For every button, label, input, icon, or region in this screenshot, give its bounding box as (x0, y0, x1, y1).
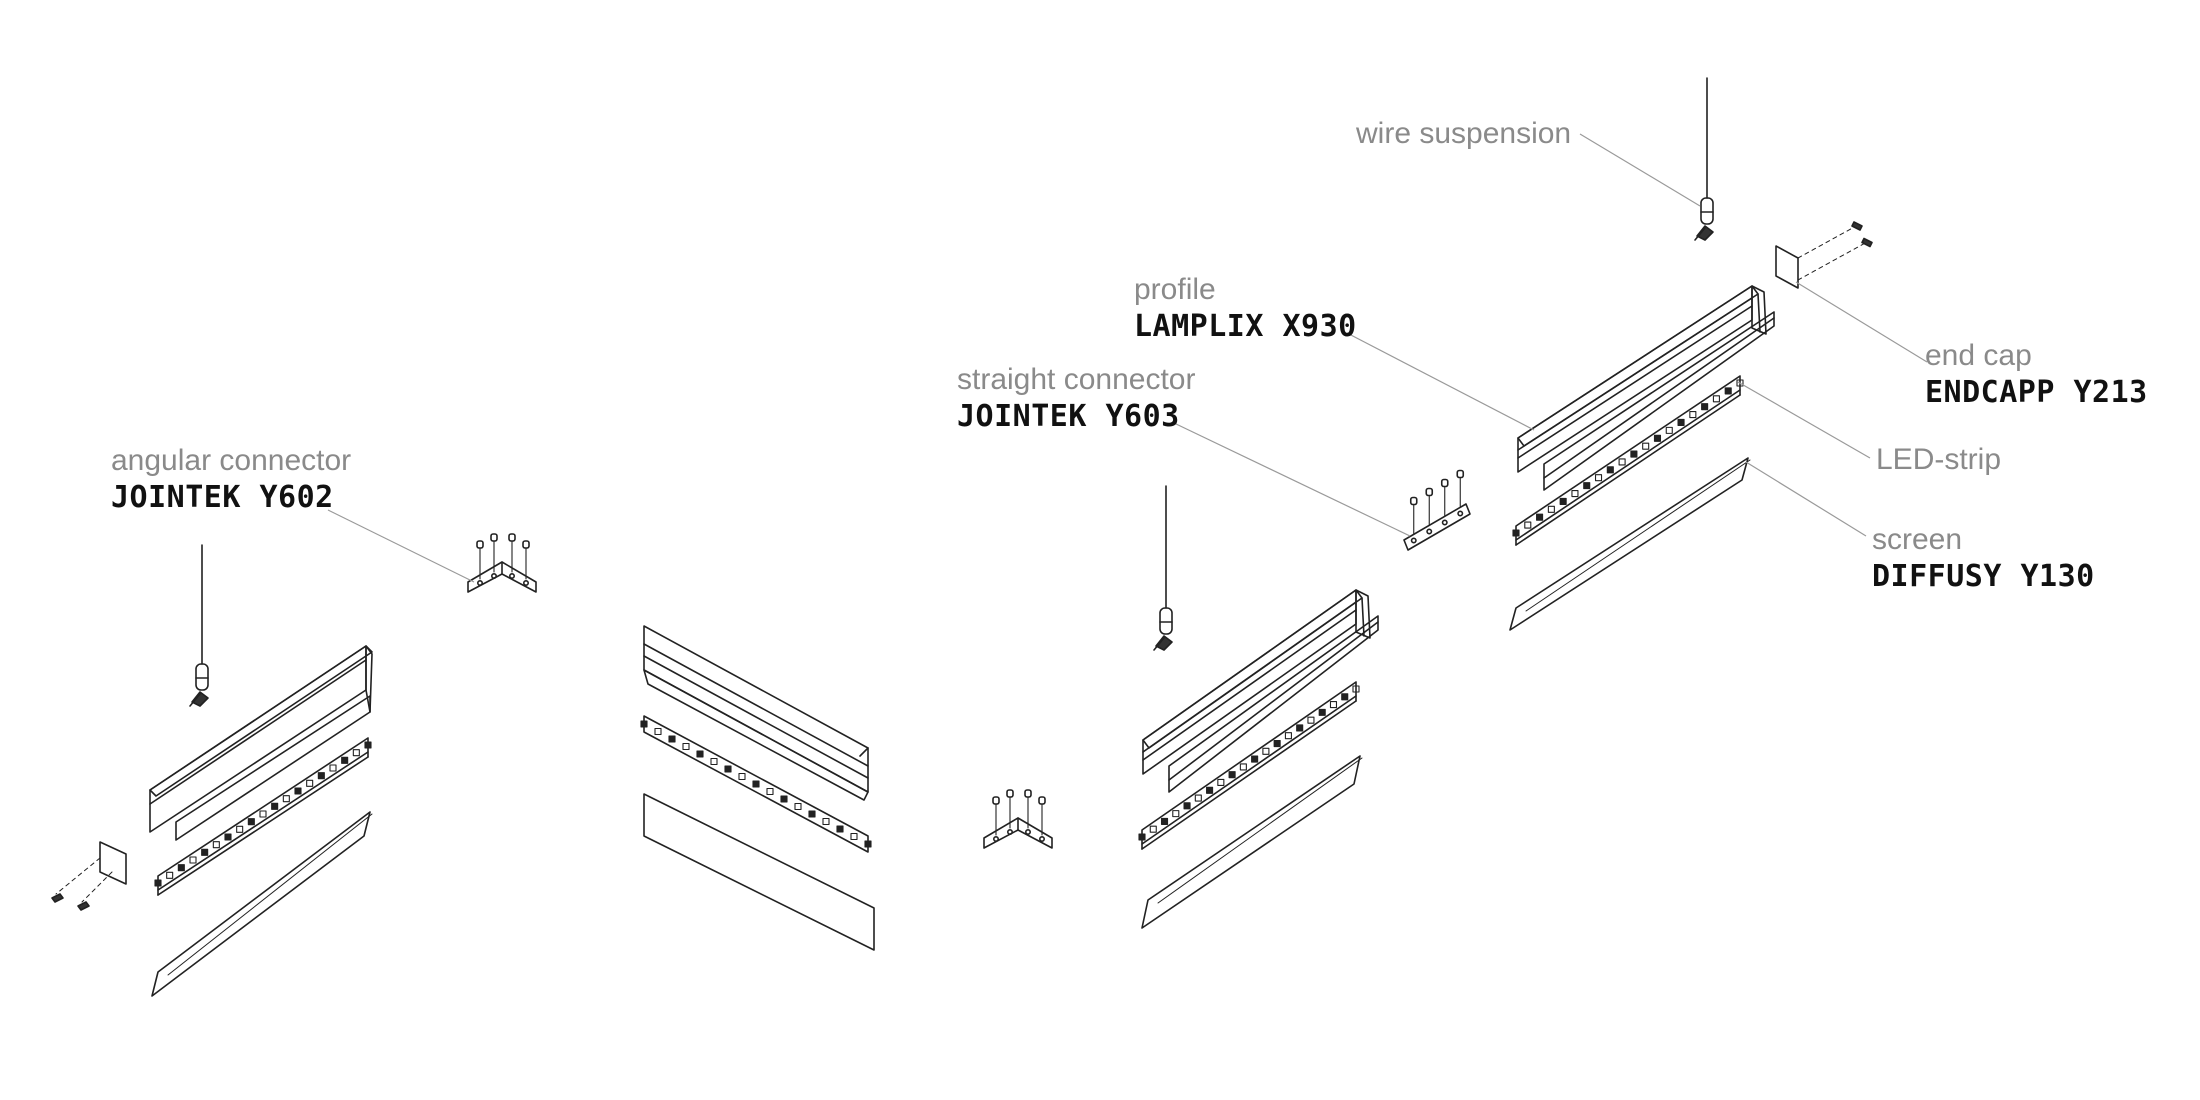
callout-wire-suspension: wire suspension (1356, 116, 1571, 152)
leader-led-strip (1737, 381, 1871, 459)
led-strip-middle (1138, 681, 1360, 850)
leader-straight-connector (1173, 422, 1411, 537)
led-strip-left (154, 737, 372, 896)
wire-suspension-top (1694, 77, 1714, 241)
wire-suspension-left (189, 544, 209, 707)
angular-connector-middle (983, 789, 1053, 849)
callout-straight-connector: straight connector JOINTEK Y603 (957, 362, 1195, 436)
leader-end-cap (1795, 281, 1928, 363)
callout-led-strip: LED-strip (1876, 442, 2001, 478)
screen-label: screen (1872, 523, 1963, 556)
callout-angular-connector: angular connector JOINTEK Y602 (111, 443, 351, 517)
leader-wire-suspension (1579, 133, 1701, 207)
end-cap-code: ENDCAPP Y213 (1925, 375, 2148, 410)
callout-profile: profile LAMPLIX X930 (1134, 272, 1357, 346)
profile-top (1517, 285, 1775, 491)
callout-end-cap: end cap ENDCAPP Y213 (1925, 338, 2148, 412)
led-strip-center (640, 715, 872, 853)
wire-suspension-label: wire suspension (1356, 117, 1572, 150)
angular-connector-code: JOINTEK Y602 (111, 480, 334, 515)
callout-screen: screen DIFFUSY Y130 (1872, 522, 2095, 596)
screen-left (151, 811, 373, 997)
straight-connector-code: JOINTEK Y603 (957, 399, 1180, 434)
screen-code: DIFFUSY Y130 (1872, 559, 2095, 594)
straight-connector (1403, 469, 1471, 551)
straight-connector-label: straight connector (957, 363, 1196, 396)
angular-connector-top (467, 533, 537, 593)
wire-suspension-middle (1153, 485, 1173, 651)
screen-top (1509, 457, 1751, 631)
profile-middle (1142, 589, 1379, 793)
screen-center (643, 793, 875, 951)
end-cap-left (51, 841, 127, 911)
screen-middle (1141, 755, 1363, 929)
angular-connector-label: angular connector (111, 444, 352, 477)
leader-angular-connector (327, 509, 475, 583)
profile-label: profile (1134, 273, 1216, 306)
leader-lines (327, 133, 1928, 583)
leader-screen (1745, 461, 1867, 537)
leader-profile (1346, 332, 1535, 431)
profile-code: LAMPLIX X930 (1134, 309, 1357, 344)
end-cap-label: end cap (1925, 339, 2032, 372)
led-strip-top (1512, 375, 1744, 546)
end-cap (1775, 221, 1873, 289)
profile-center (643, 625, 869, 801)
profile-left (149, 645, 373, 841)
led-strip-label: LED-strip (1876, 443, 2002, 476)
